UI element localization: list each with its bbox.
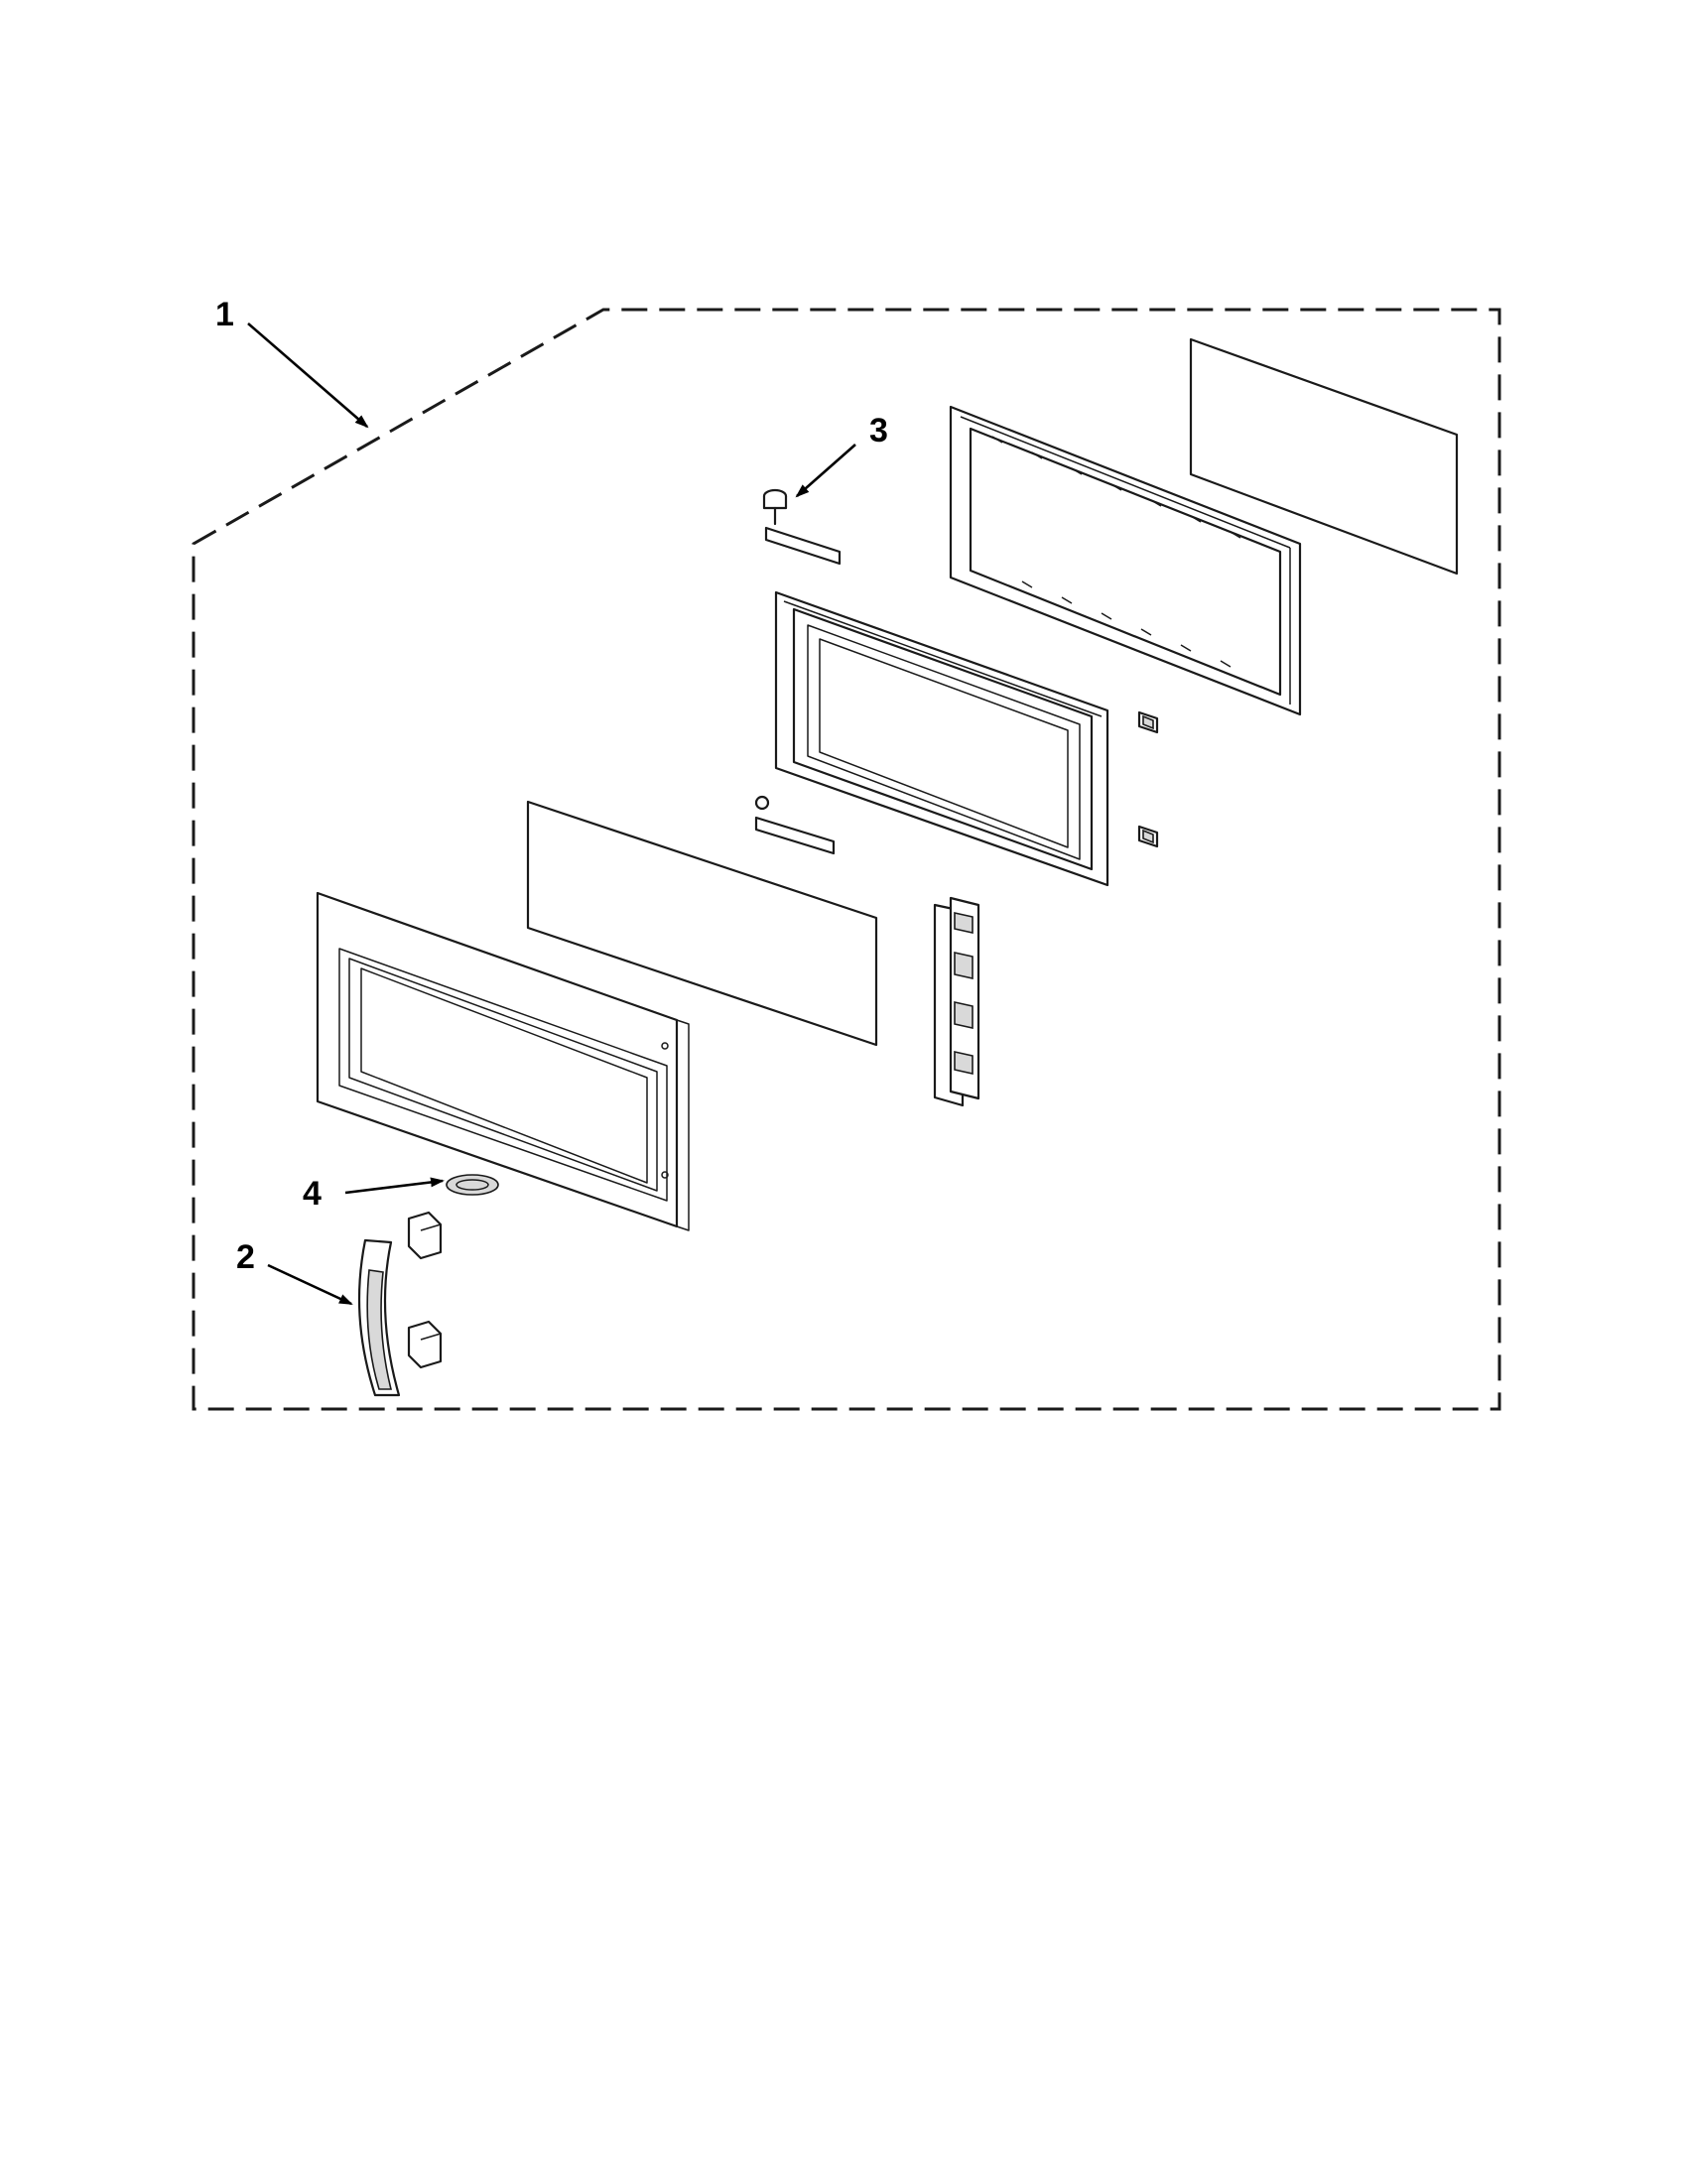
callout-4: 4 <box>303 1175 322 1213</box>
latch-parts <box>1137 710 1159 848</box>
leader-line-1 <box>247 322 369 429</box>
door-handle <box>357 1238 401 1397</box>
hinge-screw-assembly <box>762 488 842 566</box>
callout-3: 3 <box>869 412 888 450</box>
front-door-frame <box>316 891 690 1231</box>
assembly-boundary <box>192 308 1501 1411</box>
leader-line-3 <box>795 444 856 498</box>
callout-1: 1 <box>215 296 234 333</box>
inner-door-panel <box>774 590 1109 887</box>
lower-hinge <box>754 795 836 855</box>
logo-badge <box>446 1174 499 1196</box>
front-glass-panel <box>526 800 878 1047</box>
rear-glass-panel <box>1189 337 1459 576</box>
leader-line-4 <box>344 1177 445 1195</box>
leader-line-2 <box>267 1263 353 1306</box>
latch-housing <box>933 896 980 1107</box>
handle-mounts <box>407 1211 443 1369</box>
door-choke-frame <box>949 405 1302 716</box>
callout-2: 2 <box>236 1238 255 1276</box>
